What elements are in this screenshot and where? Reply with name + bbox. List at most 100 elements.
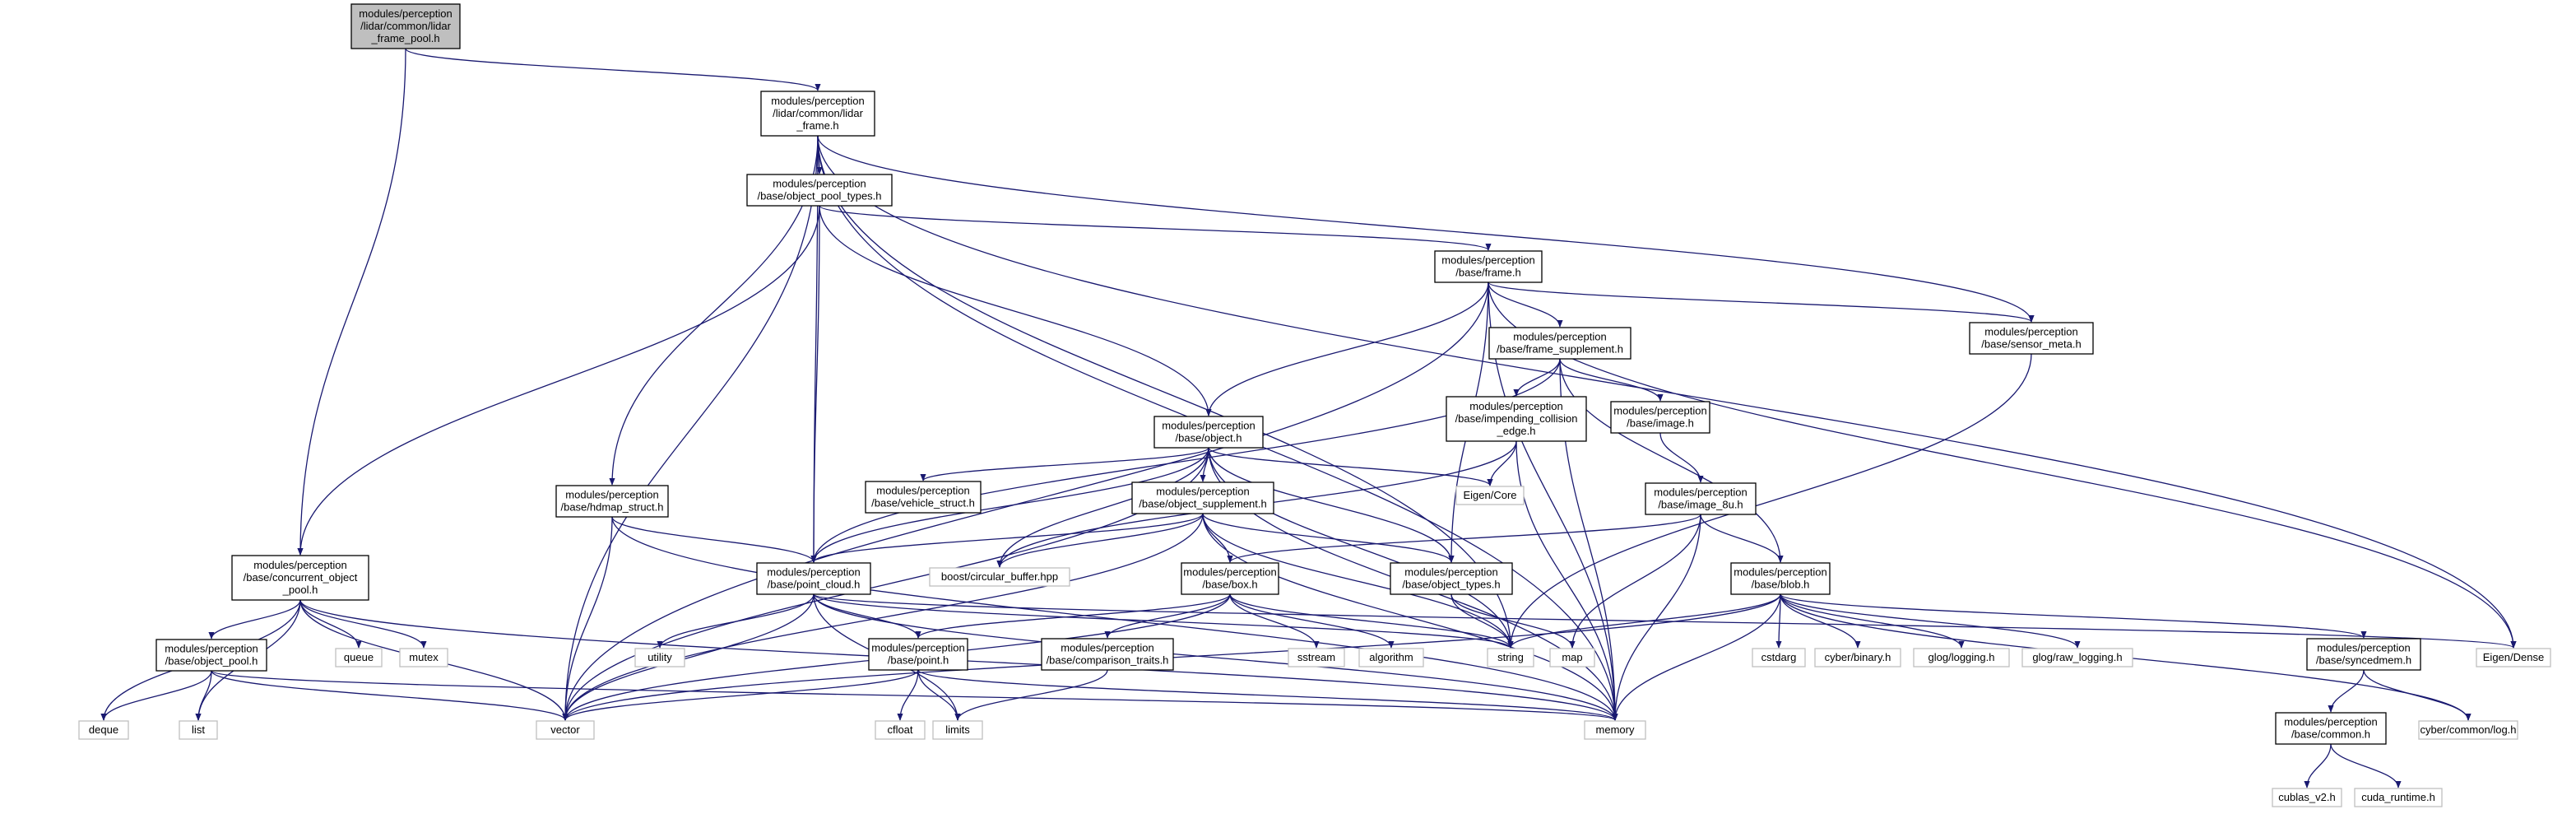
edge-object_pool-to-deque	[100, 670, 212, 721]
node-box	[1455, 486, 1525, 505]
node-eigen-core: Eigen/Core	[1455, 486, 1525, 505]
edge-point_cloud-to-vector	[562, 593, 815, 721]
node-label-line: /lidar/common/lidar	[773, 107, 863, 119]
edge-syncedmem-to-cyber_log	[2363, 669, 2472, 721]
edge-concurrent_pool-to-object_pool	[208, 599, 301, 640]
node-comparison-traits[interactable]: modules/perception/base/comparison_trait…	[1041, 638, 1174, 671]
node-limits: limits	[932, 720, 983, 740]
edge-point-to-memory	[917, 669, 1618, 721]
node-object[interactable]: modules/perception/base/object.h	[1153, 416, 1264, 449]
node-concurrent-pool[interactable]: modules/perception/base/concurrent_objec…	[231, 555, 369, 601]
node-label-line: glog/raw_logging.h	[2032, 651, 2122, 663]
edge-layer	[100, 48, 2517, 788]
node-label-line: utility	[647, 651, 672, 663]
node-box	[1969, 322, 2094, 355]
node-hdmap-struct[interactable]: modules/perception/base/hdmap_struct.h	[555, 485, 669, 518]
edge-comparison_traits-to-limits	[954, 669, 1108, 721]
node-label-line: /base/common.h	[2291, 728, 2370, 741]
node-label-line: /base/image.h	[1627, 417, 1694, 430]
node-box	[756, 562, 871, 595]
edge-point_cloud-to-string	[813, 593, 1514, 649]
node-label-line: modules/perception	[1613, 405, 1706, 417]
node-cfloat: cfloat	[875, 720, 926, 740]
edge-frame-to-object	[1205, 281, 1489, 416]
node-blob[interactable]: modules/perception/base/blob.h	[1730, 562, 1831, 595]
edge-frame-to-frame_supplement	[1488, 281, 1563, 328]
node-image-8u[interactable]: modules/perception/base/image_8u.h	[1645, 482, 1757, 515]
edge-object_supplement-to-string	[1202, 513, 1514, 649]
edge-point_cloud-to-memory	[813, 593, 1618, 721]
edge-box-to-algorithm	[1229, 593, 1395, 649]
node-label-line: /base/point_cloud.h	[768, 579, 861, 591]
node-box[interactable]: modules/perception/base/box.h	[1181, 562, 1279, 595]
node-box	[1584, 720, 1646, 740]
node-label-line: _pool.h	[282, 584, 318, 596]
edge-frame_supplement-to-point_cloud	[810, 358, 1561, 563]
node-syncedmem[interactable]: modules/perception/base/syncedmem.h	[2306, 638, 2421, 671]
node-label-line: modules/perception	[253, 559, 346, 571]
node-label-line: list	[192, 723, 205, 736]
edge-syncedmem-to-common	[2328, 669, 2365, 713]
node-label-line: modules/perception	[359, 7, 452, 20]
node-glog-logging: glog/logging.h	[1913, 648, 2010, 667]
edge-lidar_frame-to-string	[817, 135, 1514, 649]
node-sensor-meta[interactable]: modules/perception/base/sensor_meta.h	[1969, 322, 2094, 355]
edge-blob-to-cyber_binary	[1780, 593, 1861, 649]
node-box	[335, 648, 383, 667]
node-label-line: cstdarg	[1761, 651, 1797, 663]
node-box	[746, 174, 893, 207]
node-label-line: modules/perception	[871, 642, 964, 654]
edge-impending-to-memory	[1515, 440, 1618, 721]
node-layer: modules/perception/lidar/common/lidar_fr…	[78, 3, 2551, 807]
node-lidar-frame-pool[interactable]: modules/perception/lidar/common/lidar_fr…	[350, 3, 461, 49]
node-label-line: /base/frame.h	[1455, 267, 1521, 279]
edge-box-to-comparison_traits	[1104, 593, 1231, 639]
edge-object_types-to-string	[1450, 593, 1514, 649]
node-point[interactable]: modules/perception/base/point.h	[868, 638, 968, 671]
node-object-types[interactable]: modules/perception/base/object_types.h	[1390, 562, 1513, 595]
edge-object_supplement-to-point_cloud	[810, 513, 1204, 563]
edge-object_pool-to-memory	[211, 670, 1618, 721]
edge-object_pool_types-to-frame	[819, 205, 1492, 251]
edge-box-to-string	[1229, 593, 1514, 649]
edge-sensor_meta-to-string	[1507, 353, 2032, 649]
node-label-line: algorithm	[1369, 651, 1413, 663]
node-box	[2476, 648, 2551, 667]
node-label-line: /base/object_pool.h	[165, 655, 258, 667]
node-object-supplement[interactable]: modules/perception/base/object_supplemen…	[1131, 481, 1274, 514]
edge-object_pool-to-vector	[211, 670, 569, 721]
node-label-line: /base/object_pool_types.h	[757, 190, 881, 202]
edge-image_8u-to-box	[1227, 514, 1701, 563]
node-label-line: modules/perception	[1162, 420, 1255, 432]
node-box	[1358, 648, 1424, 667]
node-object-pool[interactable]: modules/perception/base/object_pool.h	[155, 639, 267, 672]
node-box	[1730, 562, 1831, 595]
node-map: map	[1549, 648, 1595, 667]
node-label-line: Eigen/Dense	[2483, 651, 2544, 663]
node-image[interactable]: modules/perception/base/image.h	[1610, 401, 1710, 434]
node-label-line: modules/perception	[1734, 566, 1826, 579]
node-lidar-frame[interactable]: modules/perception/lidar/common/lidar_fr…	[760, 91, 875, 137]
edge-point_cloud-to-point	[813, 593, 921, 639]
node-box	[78, 720, 129, 740]
node-frame[interactable]: modules/perception/base/frame.h	[1434, 250, 1543, 283]
edge-frame_supplement-to-impending	[1513, 358, 1561, 397]
node-box	[399, 648, 448, 667]
node-box	[155, 639, 267, 672]
node-label-line: map	[1562, 651, 1582, 663]
node-vehicle-struct[interactable]: modules/perception/base/vehicle_struct.h	[865, 481, 982, 514]
node-point-cloud[interactable]: modules/perception/base/point_cloud.h	[756, 562, 871, 595]
node-box	[1814, 648, 1901, 667]
node-string: string	[1487, 648, 1534, 667]
node-label-line: modules/perception	[165, 643, 258, 655]
node-box	[865, 481, 982, 514]
node-impending[interactable]: modules/perception/base/impending_collis…	[1446, 396, 1587, 442]
node-frame-supplement[interactable]: modules/perception/base/frame_supplement…	[1488, 327, 1631, 360]
node-label-line: /base/point.h	[888, 654, 949, 667]
node-label-line: vector	[550, 723, 580, 736]
node-object-pool-types[interactable]: modules/perception/base/object_pool_type…	[746, 174, 893, 207]
edge-frame-to-sensor_meta	[1488, 281, 2035, 323]
node-glog-raw: glog/raw_logging.h	[2021, 648, 2133, 667]
node-common[interactable]: modules/perception/base/common.h	[2275, 712, 2387, 745]
